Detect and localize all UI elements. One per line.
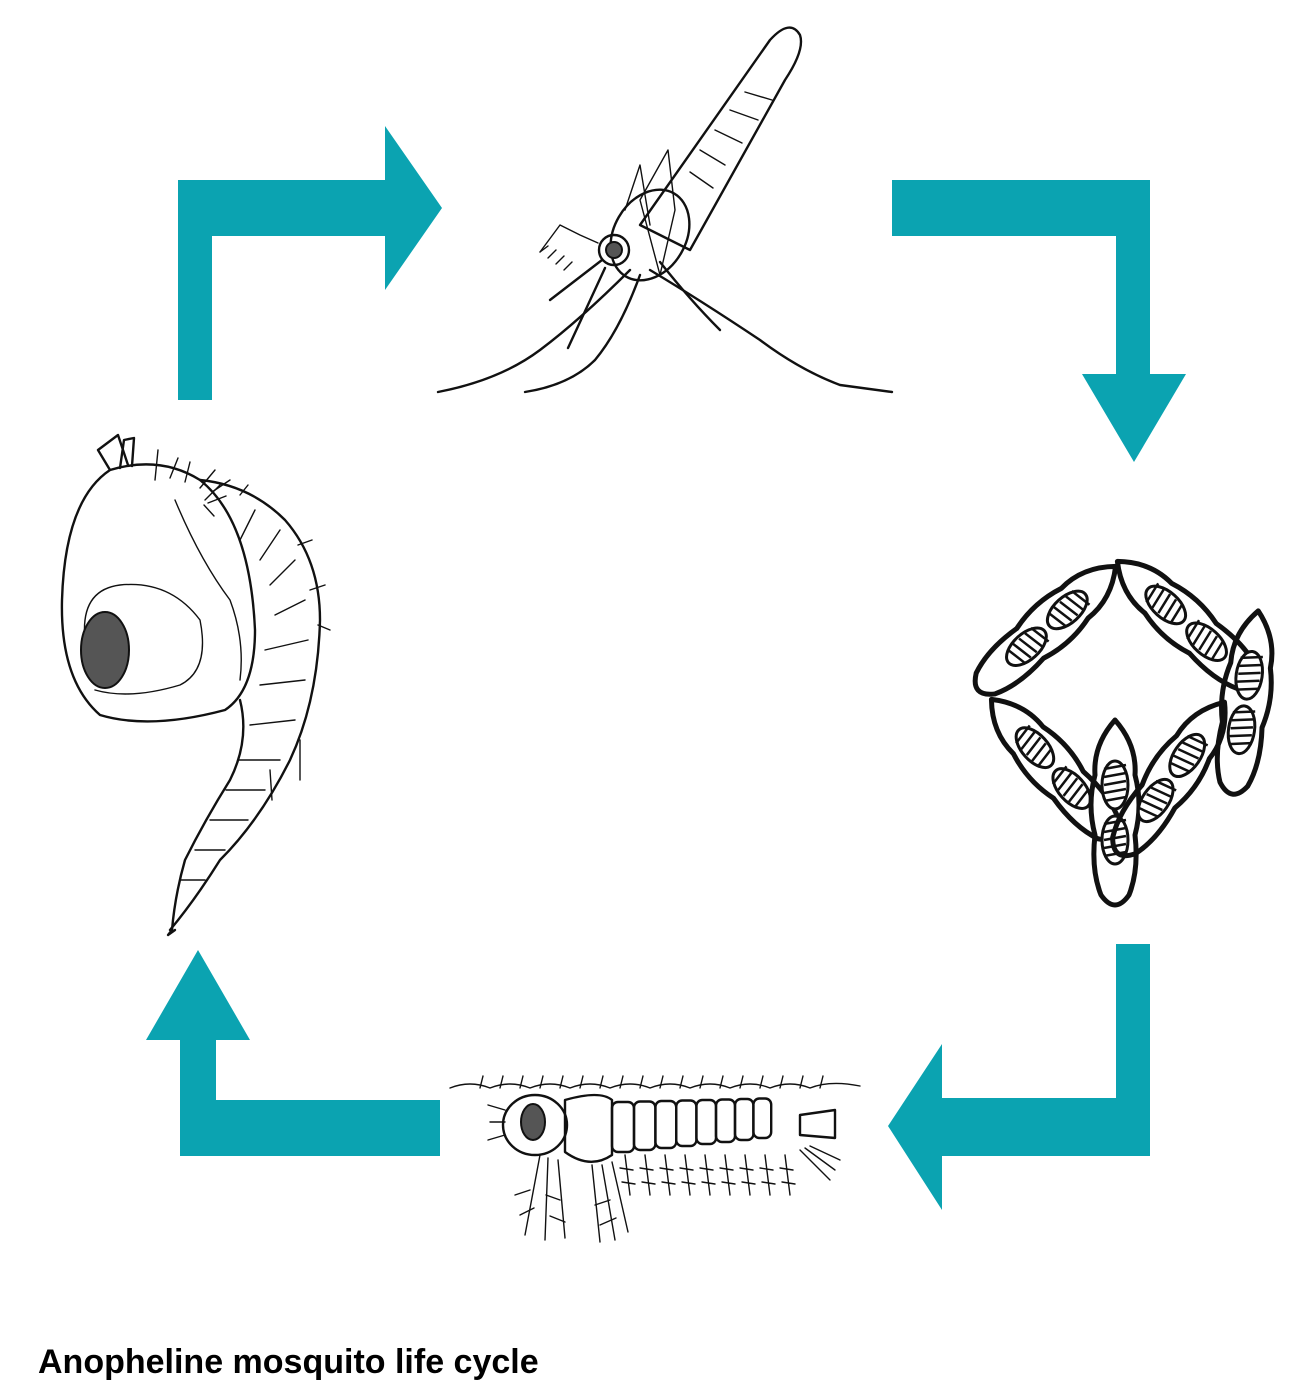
cycle-arrows [146, 126, 1186, 1210]
eggs-icon [962, 544, 1282, 905]
arrow-adult-to-eggs [892, 180, 1186, 462]
arrow-larva-to-pupa [146, 950, 440, 1156]
arrow-pupa-to-adult [178, 126, 442, 400]
egg [962, 549, 1132, 708]
larva-icon [450, 1076, 860, 1242]
adult-mosquito-icon [438, 28, 892, 392]
pupa-icon [62, 435, 330, 935]
life-cycle-diagram [0, 0, 1306, 1300]
arrow-eggs-to-larva [888, 944, 1150, 1210]
diagram-caption: Anopheline mosquito life cycle [38, 1342, 539, 1382]
